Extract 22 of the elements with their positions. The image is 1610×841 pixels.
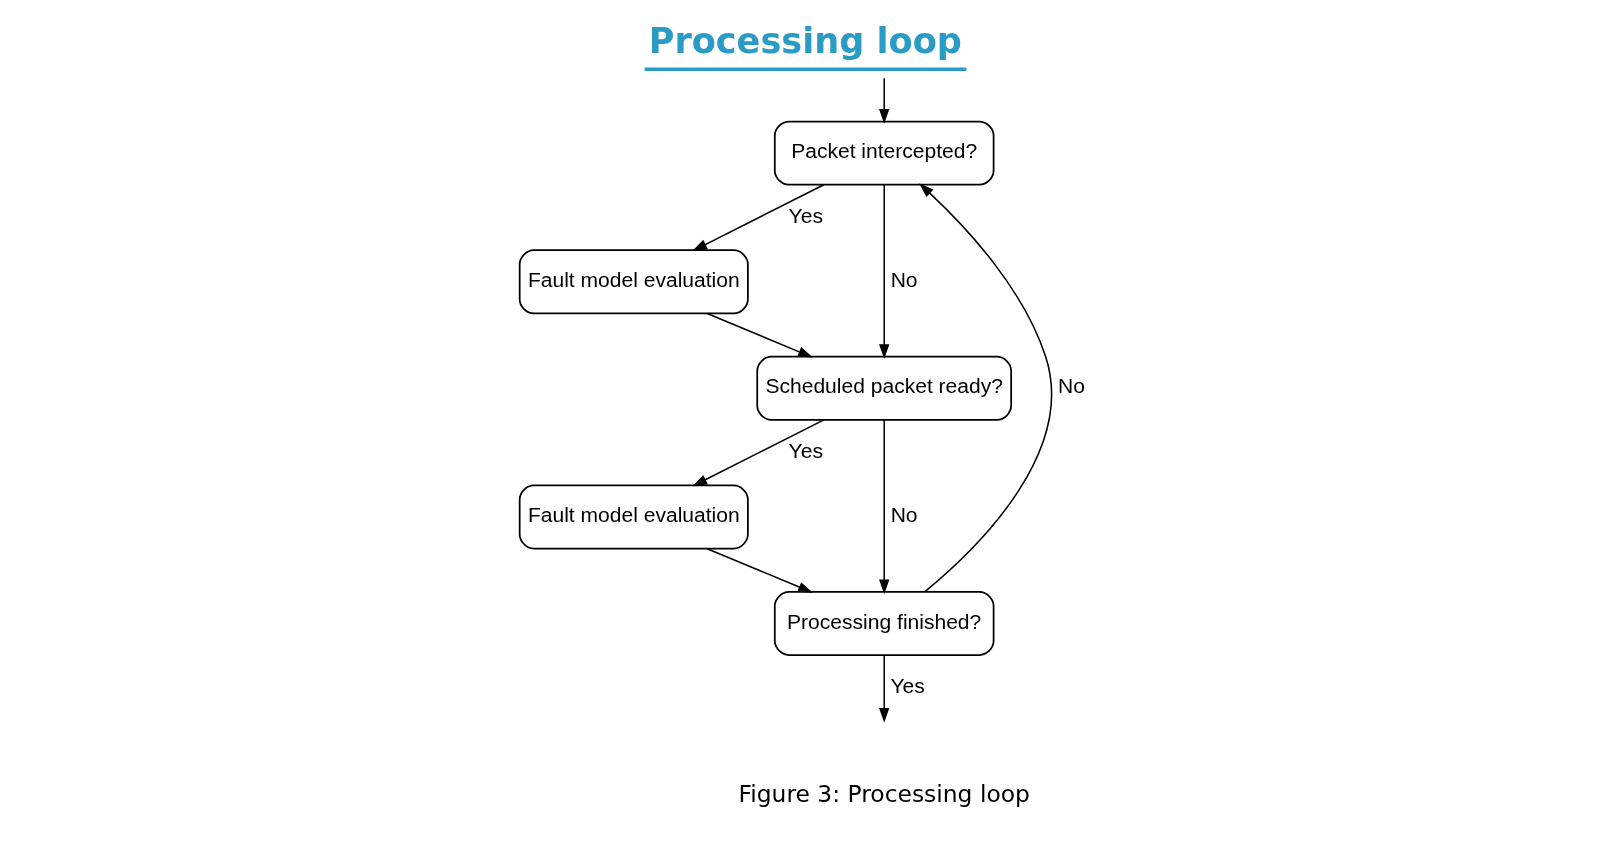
arrow [691,183,825,252]
node-box: Fault model evaluation [518,484,749,550]
node-box: Fault model evaluation [518,249,749,315]
arrow [691,419,825,487]
edge-label: Yes [788,438,823,462]
arrow [878,183,889,359]
diagram-title: Processing loop [648,20,962,62]
arrow [878,77,889,124]
arrow [918,183,1052,593]
node-box: Scheduled packet ready? [755,355,1012,421]
arrow [705,548,813,593]
arrow [878,419,889,595]
edge-label: No [1057,374,1085,398]
arrow [878,654,889,723]
arrow [705,312,813,358]
edge-label: No [890,267,918,291]
caption: Figure 3: Processing loop [738,780,1030,809]
node-box: Packet intercepted? [773,120,994,186]
node-box: Processing finished? [773,591,994,656]
edge-label: Yes [788,203,823,227]
edge-label: No [890,503,918,527]
edge-label: Yes [889,674,925,698]
